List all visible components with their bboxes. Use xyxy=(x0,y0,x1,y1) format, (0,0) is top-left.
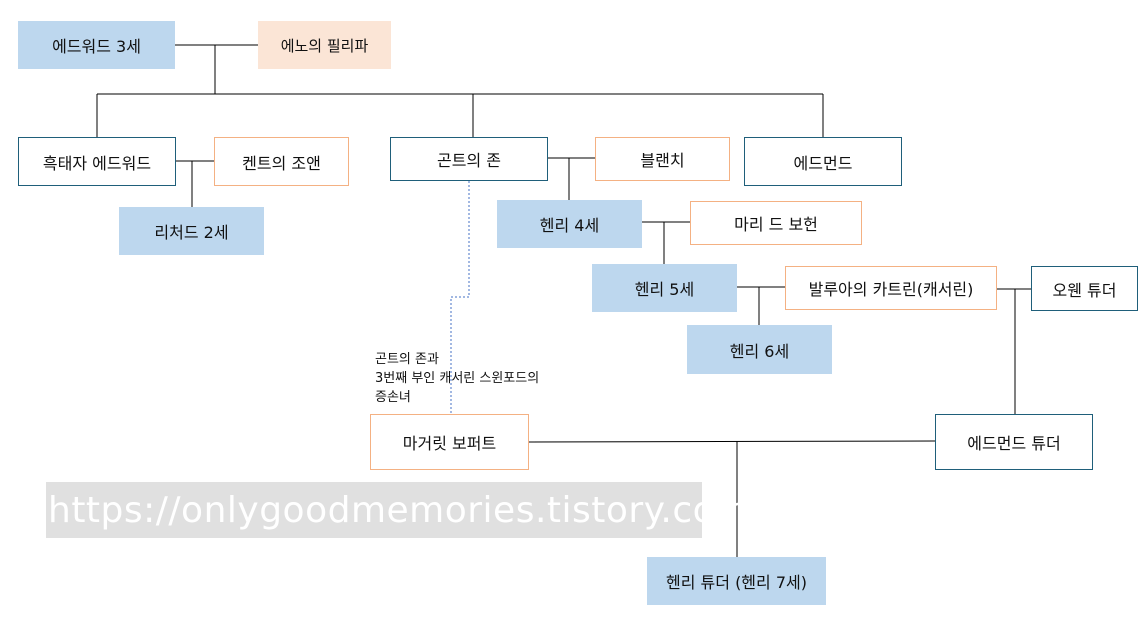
node-henry-vi: 헨리 6세 xyxy=(687,325,832,374)
note-line: 증손녀 xyxy=(375,390,411,405)
node-catherine-of-valois: 발루아의 카트린(캐서린) xyxy=(785,266,997,310)
node-henry-iv: 헨리 4세 xyxy=(497,200,642,248)
node-henry-vii: 헨리 튜더 (헨리 7세) xyxy=(647,557,826,605)
note-line: 곤트의 존과 xyxy=(375,352,439,367)
node-blanche: 블랜치 xyxy=(595,137,730,181)
node-mary-de-bohun: 마리 드 보헌 xyxy=(690,201,862,245)
annotation-note: 곤트의 존과 3번째 부인 캐서린 스윈포드의 증손녀 xyxy=(375,350,539,407)
node-john-of-gaunt: 곤트의 존 xyxy=(390,137,548,181)
node-richard-ii: 리처드 2세 xyxy=(119,207,264,255)
note-line: 3번째 부인 캐서린 스윈포드의 xyxy=(375,371,540,386)
node-margaret-beaufort: 마거릿 보퍼트 xyxy=(370,414,529,470)
dotted-descent-line xyxy=(450,181,470,414)
watermark: https://onlygoodmemories.tistory.com xyxy=(46,482,750,538)
node-edward-iii: 에드워드 3세 xyxy=(18,21,175,69)
node-philippa-of-hainault: 에노의 필리파 xyxy=(258,21,391,69)
node-edmund: 에드먼드 xyxy=(744,137,902,186)
marriage-line xyxy=(528,440,937,443)
node-joan-of-kent: 켄트의 조앤 xyxy=(214,137,349,186)
node-edmund-tudor: 에드먼드 튜더 xyxy=(935,414,1093,470)
node-black-prince: 흑태자 에드워드 xyxy=(18,137,176,186)
node-henry-v: 헨리 5세 xyxy=(592,264,737,312)
node-owen-tudor: 오웬 튜더 xyxy=(1031,266,1138,311)
